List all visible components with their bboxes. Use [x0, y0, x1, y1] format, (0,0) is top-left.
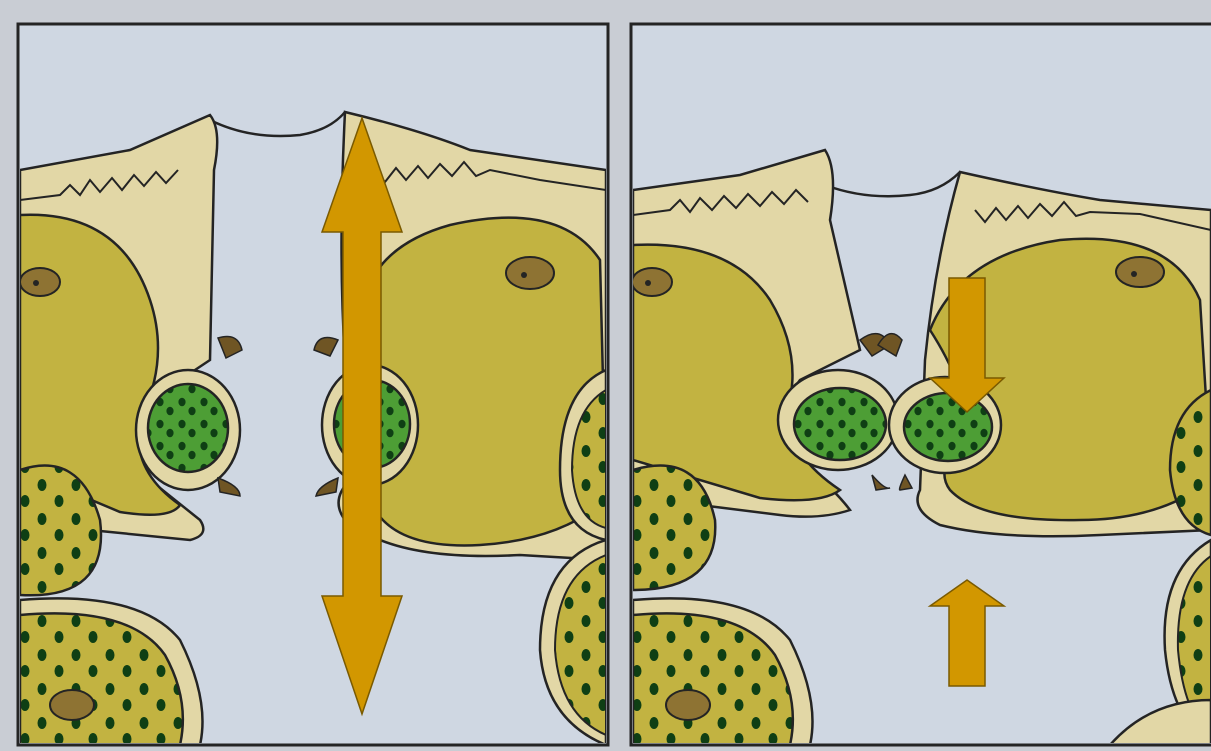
left-panel [18, 24, 608, 745]
right-panel [631, 24, 1211, 745]
chloroplast-left-guard [148, 384, 228, 472]
nucleus [20, 268, 60, 296]
